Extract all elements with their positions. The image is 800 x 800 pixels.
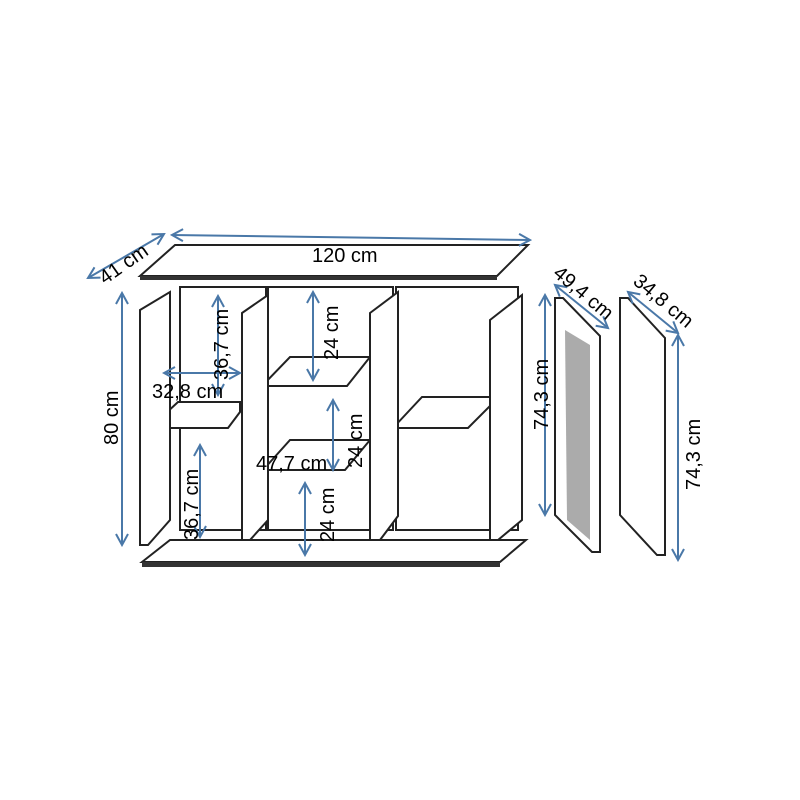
- label-body-height: 74,3 cm: [531, 359, 553, 430]
- label-middle-width: 47,7 cm: [256, 453, 327, 475]
- label-middle-top: 24 cm: [321, 306, 343, 360]
- label-width: 120 cm: [312, 245, 378, 267]
- label-door2-height: 74,3 cm: [683, 419, 705, 490]
- door-plain: [619, 297, 666, 556]
- label-depth: 41 cm: [95, 240, 152, 289]
- dividers: [139, 290, 523, 546]
- label-bottom-left-height: 36,7 cm: [181, 469, 203, 540]
- label-left-width: 32,8 cm: [152, 381, 223, 403]
- label-top-left-height: 36,7 cm: [211, 309, 233, 380]
- shelves: [147, 356, 491, 471]
- dimension-arrows: [88, 234, 678, 560]
- label-height: 80 cm: [101, 391, 123, 445]
- bottom-panel: [139, 539, 529, 563]
- label-middle-mid: 24 cm: [345, 414, 367, 468]
- label-middle-bottom: 24 cm: [317, 488, 339, 542]
